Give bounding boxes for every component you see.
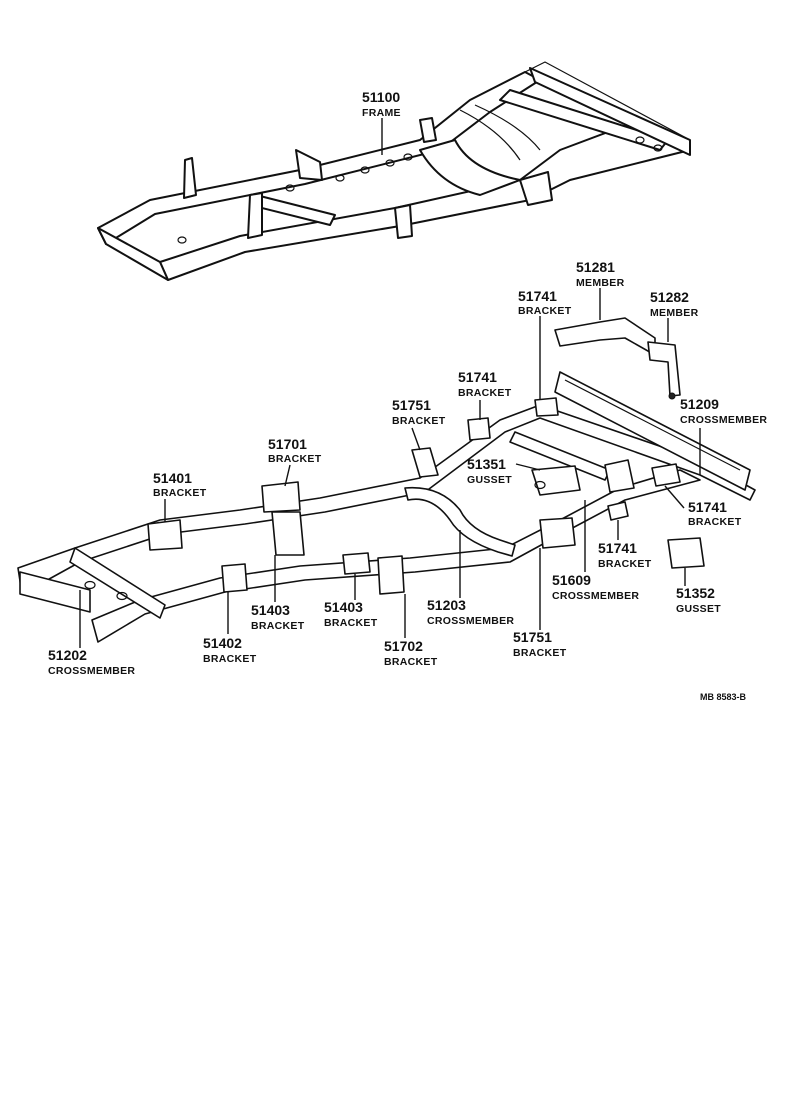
part-label-51401: 51401 BRACKET [153, 470, 207, 499]
part-label-51741-upper-rear: 51741 BRACKET [518, 288, 572, 317]
leader-lines [79, 118, 701, 648]
svg-text:51209: 51209 [680, 396, 719, 412]
reference-code: MB 8583-B [700, 692, 747, 702]
svg-text:BRACKET: BRACKET [598, 558, 652, 570]
part-label-51203: 51203 CROSSMEMBER [427, 597, 514, 627]
svg-text:51282: 51282 [650, 289, 689, 305]
svg-text:51751: 51751 [392, 397, 431, 413]
exploded-frame-illustration [17, 317, 756, 643]
svg-text:51741: 51741 [598, 540, 637, 556]
svg-text:BRACKET: BRACKET [513, 647, 567, 659]
svg-text:51751: 51751 [513, 629, 552, 645]
part-label-51351: 51351 GUSSET [467, 456, 512, 486]
svg-text:51702: 51702 [384, 638, 423, 654]
part-label-51282: 51282 MEMBER [650, 289, 699, 319]
svg-text:BRACKET: BRACKET [153, 487, 207, 499]
part-label-51609: 51609 CROSSMEMBER [552, 572, 639, 602]
part-label-51352: 51352 GUSSET [676, 585, 721, 615]
assembled-frame-illustration [97, 61, 691, 281]
svg-text:51403: 51403 [324, 599, 363, 615]
svg-text:51741: 51741 [458, 369, 497, 385]
part-label-51702: 51702 BRACKET [384, 638, 438, 668]
svg-text:FRAME: FRAME [362, 107, 401, 119]
svg-text:BRACKET: BRACKET [203, 653, 257, 665]
svg-text:51202: 51202 [48, 647, 87, 663]
part-label-51741-right: 51741 BRACKET [688, 499, 742, 528]
svg-text:51701: 51701 [268, 436, 307, 452]
svg-text:CROSSMEMBER: CROSSMEMBER [48, 665, 135, 677]
svg-text:51203: 51203 [427, 597, 466, 613]
svg-text:51403: 51403 [251, 602, 290, 618]
svg-text:CROSSMEMBER: CROSSMEMBER [552, 590, 639, 602]
svg-text:51401: 51401 [153, 470, 192, 486]
svg-text:BRACKET: BRACKET [268, 453, 322, 465]
svg-text:GUSSET: GUSSET [467, 474, 512, 486]
svg-text:BRACKET: BRACKET [324, 617, 378, 629]
part-label-51751-lower: 51751 BRACKET [513, 629, 567, 659]
svg-text:51741: 51741 [518, 288, 557, 304]
svg-text:GUSSET: GUSSET [676, 603, 721, 615]
part-label-51403-left: 51403 BRACKET [251, 602, 305, 632]
svg-text:BRACKET: BRACKET [392, 415, 446, 427]
svg-text:CROSSMEMBER: CROSSMEMBER [427, 615, 514, 627]
part-label-51402: 51402 BRACKET [203, 635, 257, 665]
svg-text:BRACKET: BRACKET [251, 620, 305, 632]
svg-text:BRACKET: BRACKET [384, 656, 438, 668]
svg-text:CROSSMEMBER: CROSSMEMBER [680, 414, 767, 426]
svg-text:MEMBER: MEMBER [576, 277, 625, 289]
part-label-51281: 51281 MEMBER [576, 259, 625, 289]
svg-text:51402: 51402 [203, 635, 242, 651]
svg-text:51352: 51352 [676, 585, 715, 601]
part-label-51403-right: 51403 BRACKET [324, 599, 378, 629]
svg-text:51100: 51100 [362, 89, 400, 105]
svg-text:BRACKET: BRACKET [518, 305, 572, 317]
part-label-51741-upper-mid: 51741 BRACKET [458, 369, 512, 399]
svg-text:51351: 51351 [467, 456, 506, 472]
part-label-51751-upper: 51751 BRACKET [392, 397, 446, 427]
svg-text:BRACKET: BRACKET [458, 387, 512, 399]
part-label-51209: 51209 CROSSMEMBER [680, 396, 767, 426]
part-label-51701: 51701 BRACKET [268, 436, 322, 465]
svg-text:51741: 51741 [688, 499, 727, 515]
svg-text:51609: 51609 [552, 572, 591, 588]
part-label-51100: 51100 FRAME [362, 89, 401, 119]
part-label-51202: 51202 CROSSMEMBER [48, 647, 135, 677]
svg-text:51281: 51281 [576, 259, 615, 275]
part-label-51741-lower: 51741 BRACKET [598, 540, 652, 570]
svg-text:BRACKET: BRACKET [688, 516, 742, 528]
svg-text:MEMBER: MEMBER [650, 307, 699, 319]
